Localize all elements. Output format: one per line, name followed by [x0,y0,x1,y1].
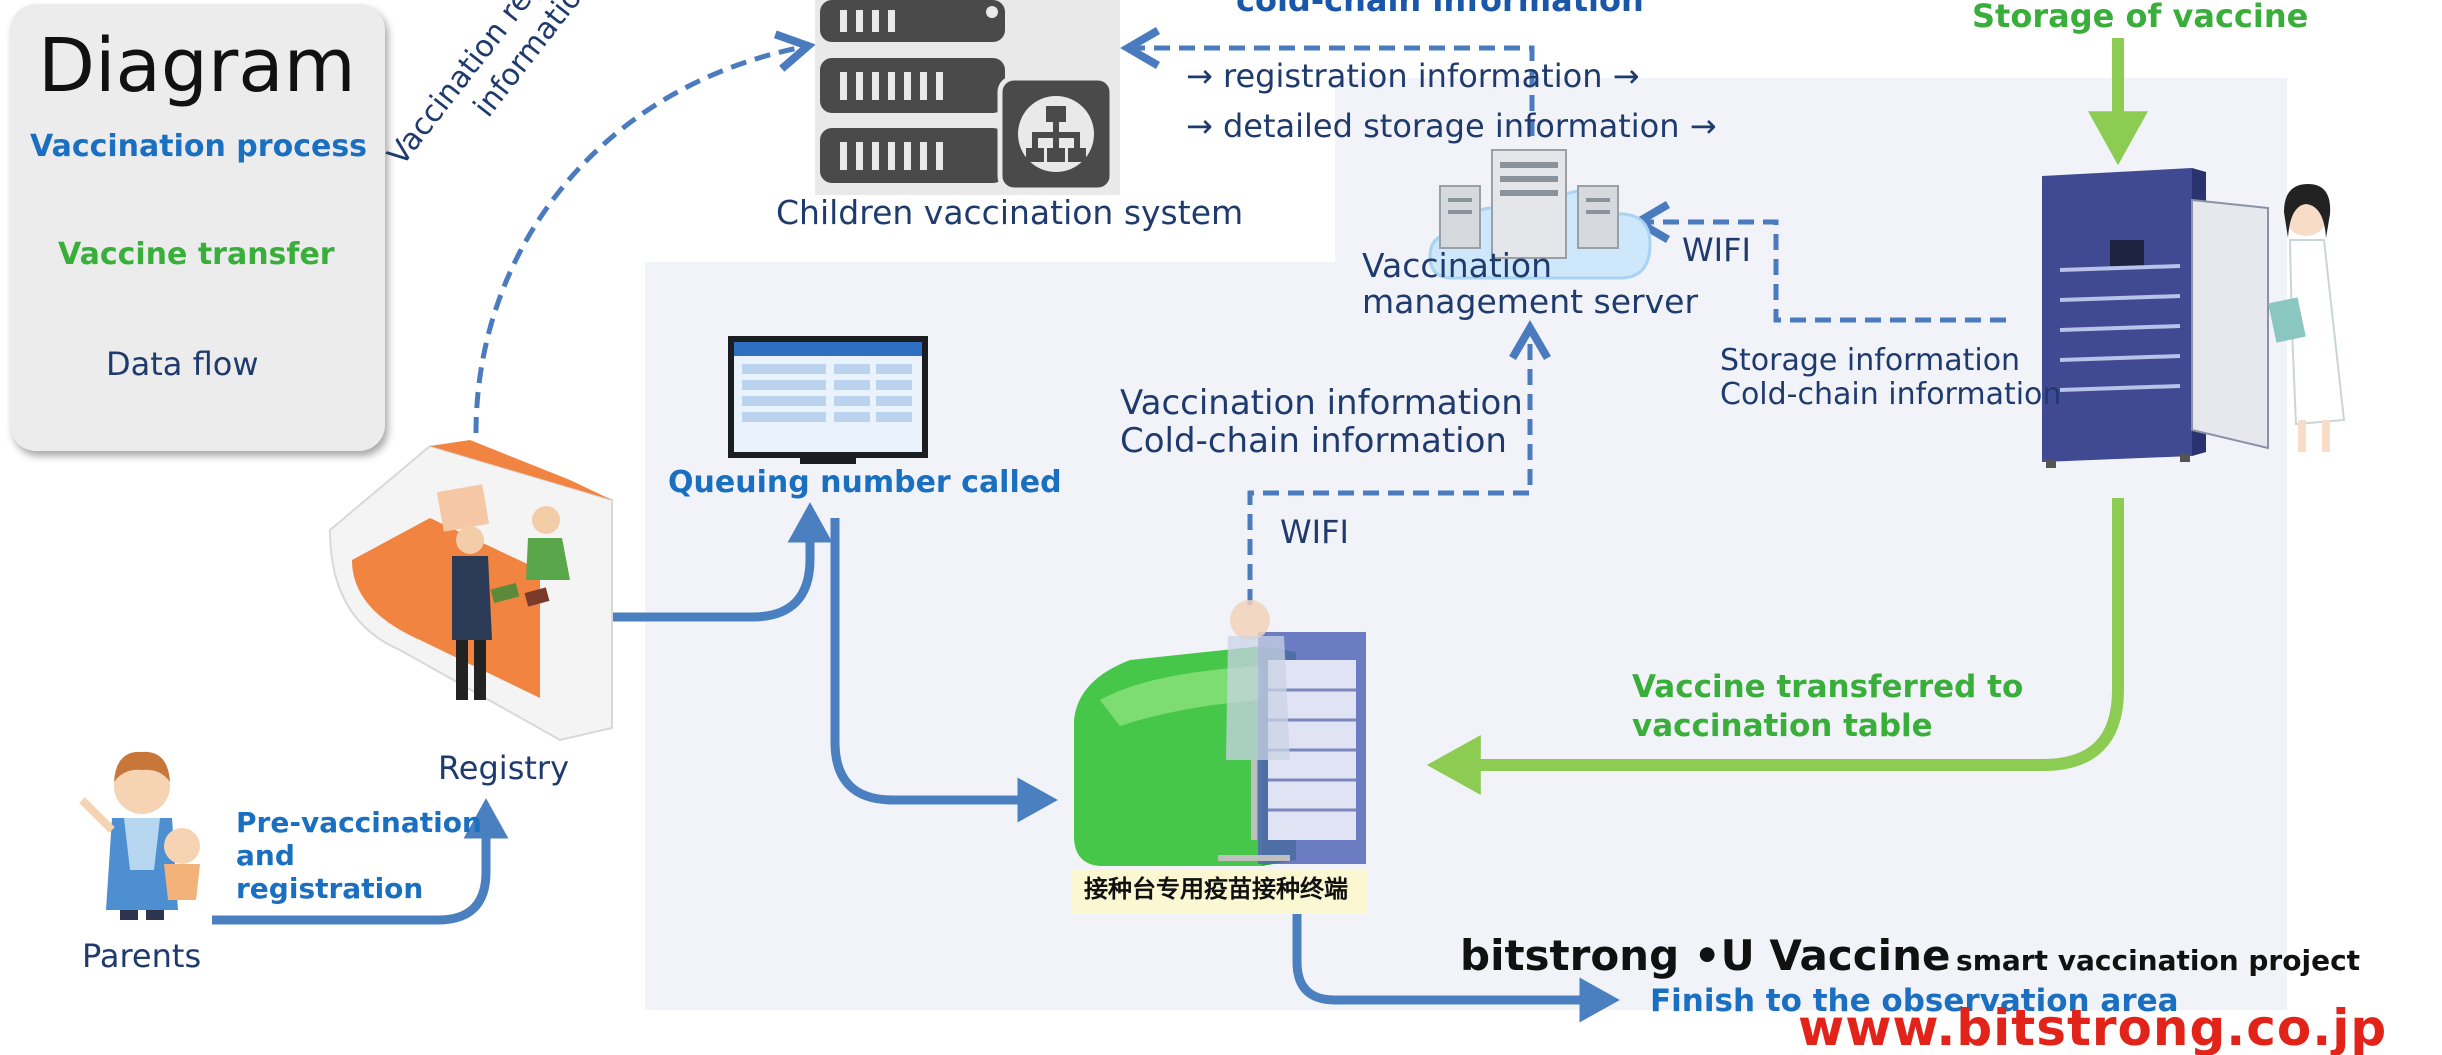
children-vaccination-system-label: Children vaccination system [776,193,1244,232]
parents-figure [79,751,200,920]
legend-box [10,4,385,451]
pre-vaccination-line3: registration [236,872,424,906]
legend-title: Diagram [38,23,356,109]
process-arrow-queue-to-vaccination-table [830,518,1058,823]
pre-vaccination-label: Pre-vaccination and registration [236,806,482,905]
finish-observation-label: Finish to the observation area [1650,983,2179,1019]
registry-desk-icon [328,440,613,742]
management-server-line2: management server [1362,282,1699,322]
parents-label: Parents [82,937,202,975]
dataflow-fridge-to-server [1630,201,2006,323]
vaccine-refrigerator-icon [2042,168,2269,468]
brand-main: bitstrong •U Vaccine [1460,931,1951,980]
process-arrow-registry-to-queue [612,502,833,622]
management-server-line1: Vaccination [1362,246,1553,285]
legend-vaccine-transfer-label: Vaccine transfer [58,237,335,272]
wifi-center-label: WIFI [1280,513,1349,551]
transfer-arrow-fridge-to-table [1426,498,2124,795]
storage-of-vaccine-label: Storage of vaccine [1972,0,2309,35]
brand-sub: smart vaccination project [1956,944,2361,977]
cold-chain-information-right-label: Cold-chain information [1720,377,2062,412]
wifi-right-label: WIFI [1682,231,1751,269]
queue-monitor-icon [728,336,928,464]
registry-label: Registry [438,749,569,787]
vaccination-table-icon [1072,600,1368,914]
detailed-storage-information-label: → detailed storage information → [1186,107,1717,145]
terminal-label: 接种台专用疫苗接种终端 [1084,875,1348,903]
legend-vaccination-process-label: Vaccination process [30,129,368,164]
process-arrow-parents-to-registry [212,798,509,925]
queuing-number-called-label: Queuing number called [668,465,1062,500]
brand-title: bitstrong •U Vaccine smart vaccination p… [1460,931,2361,980]
pre-vaccination-line1: Pre-vaccination [236,806,482,839]
vaccine-transferred-label: Vaccine transferred to vaccination table [1632,668,2023,746]
vaccine-transferred-line2: vaccination table [1632,707,1933,744]
dataflow-server-to-system [1120,27,1535,136]
server-rack-icon [815,0,1120,195]
management-server-label: Vaccination management server [1362,246,1699,322]
pre-vaccination-line2: and [236,839,295,873]
dataflow-registry-to-system [473,30,816,434]
process-arrow-table-to-observation [1292,908,1620,1023]
cloud-server-icon [1428,149,1652,280]
nurse-figure [2268,184,2346,452]
cold-chain-information-center-label: Cold-chain information [1120,421,1507,461]
website-url[interactable]: www.bitstrong.co.jp [1798,999,2388,1055]
dataflow-terminal-to-server [1247,320,1551,605]
vaccination-information-label: Vaccination information [1120,383,1523,423]
cold-chain-top-label: cold-chain information [1236,0,1644,19]
legend-data-flow-label: Data flow [106,345,259,383]
registration-information-label: → registration information → [1186,57,1640,95]
vaccine-transferred-line1: Vaccine transferred to [1632,669,2024,705]
storage-information-label: Storage information [1720,343,2021,378]
